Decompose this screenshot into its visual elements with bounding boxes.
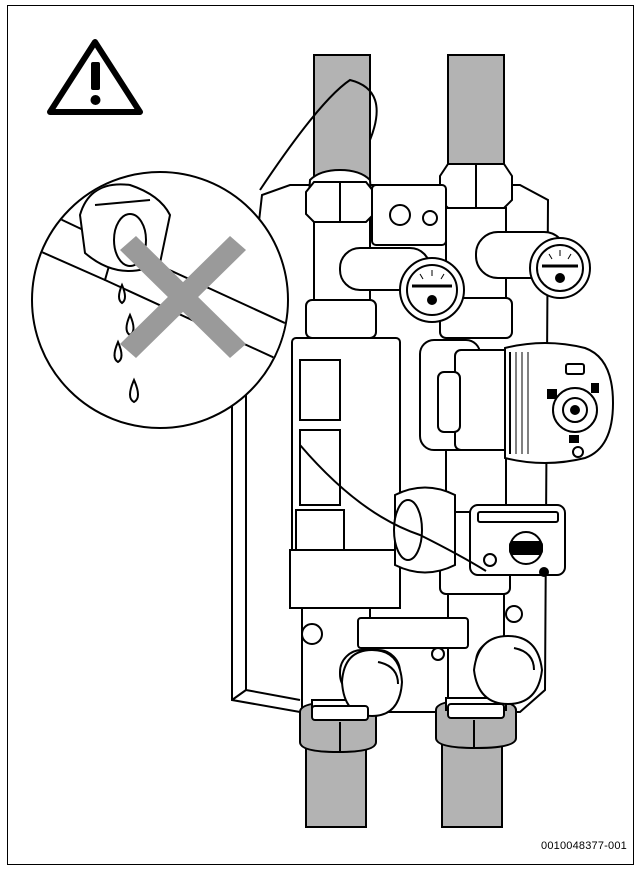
- circulation-pump: [419, 339, 615, 464]
- left-thermometer-gauge: [399, 257, 465, 323]
- top-left-pipe: [313, 54, 371, 186]
- bottom-left-pipe: [305, 744, 367, 828]
- lower-ball-valves: [301, 605, 544, 718]
- top-right-pipe: [447, 54, 505, 181]
- cross-x-icon: [120, 236, 246, 358]
- upper-manifold: [371, 184, 447, 246]
- pipes: [305, 54, 505, 828]
- warning-triangle-icon: [47, 39, 143, 115]
- bottom-right-pipe: [441, 739, 503, 828]
- leak-droplets: [113, 282, 139, 404]
- mixing-valve: [393, 486, 566, 577]
- right-thermometer-gauge: [529, 237, 591, 299]
- left-riser: [289, 168, 401, 754]
- left-top-nut: [305, 181, 375, 223]
- document-id: 0010048377-001: [541, 840, 627, 852]
- sensor-capillary: [259, 78, 487, 572]
- leak-detail-callout: [31, 171, 289, 429]
- lower-union-nuts: [311, 703, 505, 752]
